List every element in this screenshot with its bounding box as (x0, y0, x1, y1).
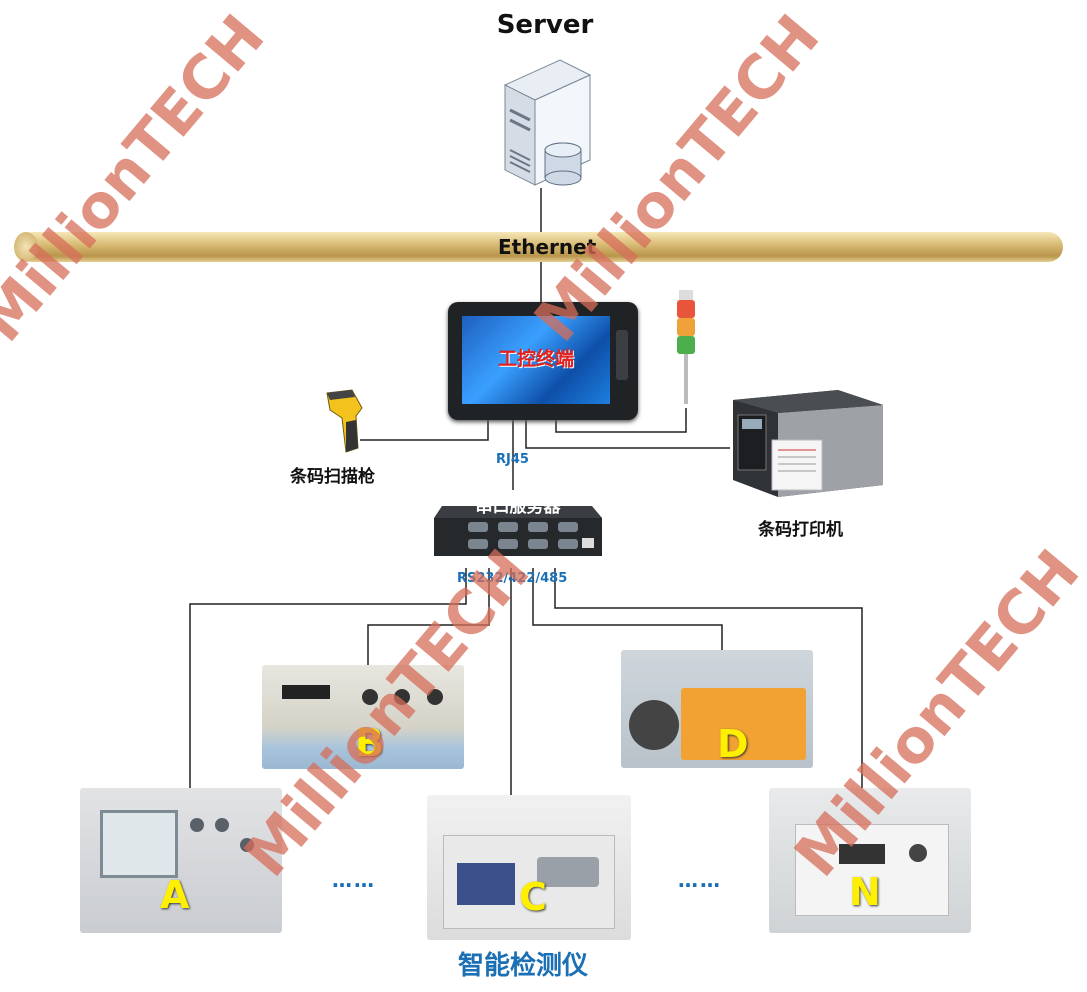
industrial-terminal: 工控终端 (448, 302, 638, 420)
terminal-screen: 工控终端 (462, 316, 610, 404)
printer-label: 条码打印机 (758, 520, 843, 540)
server-title: Server (496, 10, 594, 40)
instrument-d-letter: D (717, 722, 749, 766)
barcode-printer-icon (728, 385, 888, 500)
instrument-n-letter: N (849, 870, 881, 914)
instrument-b-display (282, 685, 330, 699)
ellipsis-right: …… (678, 868, 722, 892)
rj45-label: RJ45 (496, 452, 529, 467)
instrument-n: N (769, 788, 971, 933)
serial-server-label: 串口服务器 (475, 497, 561, 517)
instrument-b: B (262, 665, 464, 769)
barcode-scanner-icon (322, 388, 370, 454)
terminal-side-panel (616, 330, 628, 380)
serial-server: 串口服务器 (432, 492, 604, 560)
instrument-c-letter: C (519, 875, 547, 919)
ethernet-label: Ethernet (498, 235, 597, 259)
terminal-screen-label: 工控终端 (497, 348, 574, 370)
rs232-label: RS232/422/485 (457, 571, 568, 586)
scanner-label: 条码扫描枪 (290, 467, 375, 487)
instrument-a-letter: A (160, 873, 190, 917)
server-icon (495, 55, 605, 190)
instrument-c-display (457, 863, 515, 905)
instrument-a-screen (100, 810, 178, 878)
instrument-a: A (80, 788, 282, 933)
instrument-b-letter: B (355, 721, 384, 765)
instrument-c: C (427, 795, 631, 940)
instrument-d: D (621, 650, 813, 768)
ethernet-bus (18, 232, 1063, 262)
instrument-d-drum (629, 700, 679, 750)
instrument-n-body (795, 824, 949, 916)
instrument-d-body (681, 688, 806, 760)
tower-light-icon (677, 290, 695, 408)
instruments-group-label: 智能检测仪 (458, 951, 589, 981)
ellipsis-left: …… (332, 868, 376, 892)
ethernet-bus-end (14, 232, 38, 262)
